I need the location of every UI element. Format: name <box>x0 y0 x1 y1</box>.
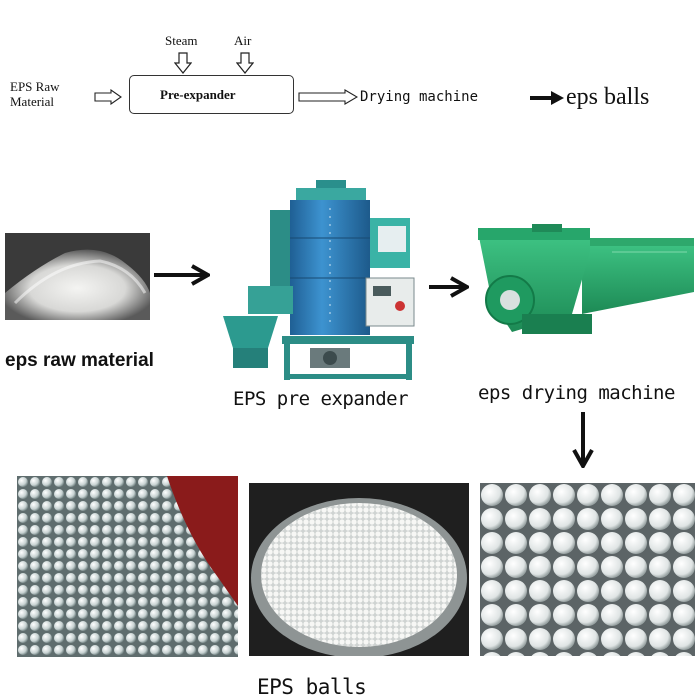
drying-machine-photo-label: eps drying machine <box>478 382 675 404</box>
eps-balls-photo-closeup <box>480 483 695 656</box>
air-label: Air <box>234 33 252 48</box>
solid-right-arrow-icon <box>429 276 469 298</box>
steam-down-arrow-icon <box>174 52 192 74</box>
solid-right-arrow-icon <box>154 264 210 286</box>
pre-expander-label: Pre-expander <box>160 87 236 102</box>
pre-expander-photo-label: EPS pre expander <box>233 388 409 410</box>
eps-balls-photo-tray <box>249 483 469 656</box>
solid-right-arrow-icon <box>530 91 564 105</box>
eps-balls-photo-label: EPS balls <box>257 675 367 699</box>
eps-balls-flow-label: eps balls <box>566 84 650 110</box>
raw-material-label: eps raw material <box>5 350 154 371</box>
raw-material-line2: Material <box>10 94 55 109</box>
steam-label: Steam <box>165 33 198 48</box>
eps-balls-photo-red <box>17 476 238 657</box>
solid-down-arrow-icon <box>572 412 594 468</box>
flow-right-arrow-icon <box>298 89 358 105</box>
raw-material-line1: EPS Raw <box>10 79 60 94</box>
drying-machine-photo <box>472 222 697 342</box>
drying-machine-label: Drying machine <box>360 89 479 105</box>
pre-expander-box: Pre-expander <box>129 75 294 114</box>
flow-right-arrow-icon <box>94 89 122 105</box>
air-down-arrow-icon <box>236 52 254 74</box>
pre-expander-machine-photo <box>218 178 428 383</box>
raw-material-photo <box>5 233 150 320</box>
